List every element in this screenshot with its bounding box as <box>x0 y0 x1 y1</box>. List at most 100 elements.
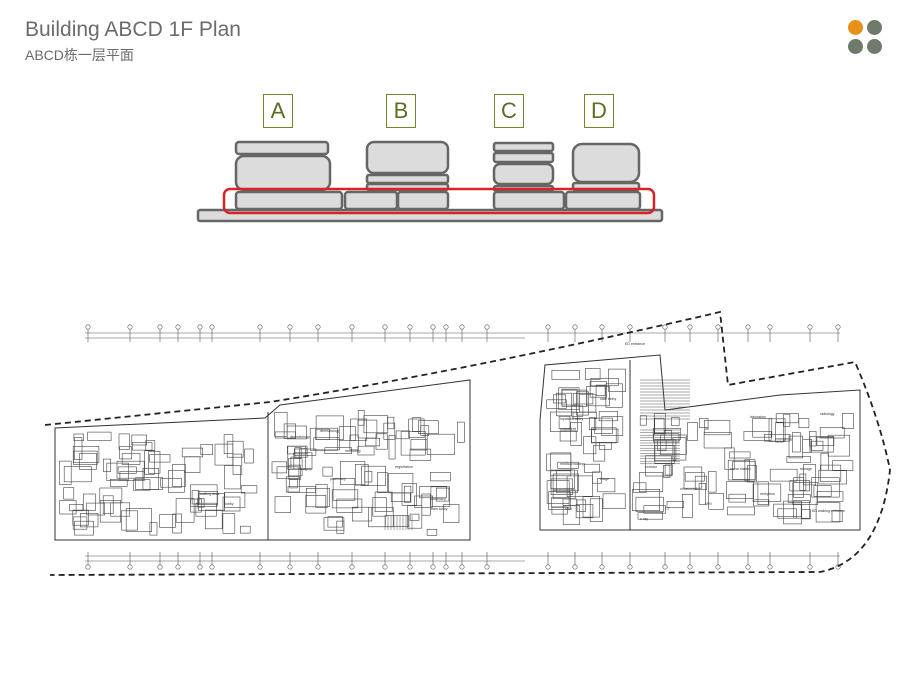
room <box>652 427 681 440</box>
room <box>558 415 571 429</box>
room-label: nurse station <box>730 467 751 471</box>
room <box>395 430 410 440</box>
room <box>205 509 223 530</box>
key-plan-block-a <box>234 190 344 211</box>
grid-bubble <box>257 324 263 330</box>
room <box>224 465 241 490</box>
room-label: triage <box>600 477 609 481</box>
grid-bubble <box>835 324 841 330</box>
room-label: radiology <box>820 412 835 416</box>
room <box>654 417 665 436</box>
grid-bubble <box>85 324 91 330</box>
room <box>73 450 98 465</box>
room <box>566 475 593 497</box>
room <box>80 512 99 528</box>
room <box>783 500 803 525</box>
room <box>290 456 300 470</box>
page-subtitle: ABCD栋一层平面 <box>25 47 134 63</box>
room <box>357 410 365 426</box>
grid-bubble <box>545 324 551 330</box>
grid-bubble <box>767 324 773 330</box>
room <box>813 485 832 497</box>
room-label: inpatient lobby <box>560 417 583 421</box>
room <box>769 468 798 482</box>
room <box>407 505 423 529</box>
room <box>87 431 112 441</box>
room <box>83 493 96 511</box>
room <box>666 500 684 508</box>
room <box>271 461 287 474</box>
room <box>732 461 756 480</box>
room <box>400 431 426 456</box>
room <box>322 466 333 477</box>
room <box>125 508 152 533</box>
room <box>571 405 584 417</box>
room <box>372 497 387 517</box>
room <box>707 471 717 493</box>
room <box>601 416 624 436</box>
room <box>726 481 755 500</box>
room-label: outpatient <box>560 427 576 431</box>
room <box>315 484 328 508</box>
grid-bubble <box>315 324 321 330</box>
room <box>294 448 317 456</box>
grid-bubble <box>662 564 668 570</box>
grid-bubble <box>572 324 578 330</box>
room <box>418 420 439 435</box>
grid-bubble <box>687 564 693 570</box>
room <box>309 427 338 451</box>
room-label: CT <box>665 507 671 511</box>
room-label: lobby <box>225 502 234 506</box>
room <box>597 478 616 493</box>
room <box>799 473 807 491</box>
room <box>546 399 567 409</box>
room <box>546 480 570 504</box>
room <box>118 433 130 450</box>
key-plan-block-b <box>365 140 450 175</box>
grid-bubble <box>459 324 465 330</box>
room <box>288 464 301 480</box>
room <box>552 489 576 499</box>
key-plan-block-c <box>492 151 555 164</box>
room <box>226 440 244 458</box>
room <box>637 512 664 520</box>
room <box>561 388 578 406</box>
room <box>195 502 217 517</box>
room <box>683 466 703 489</box>
room <box>832 460 854 472</box>
room <box>645 455 672 477</box>
room <box>240 485 258 494</box>
room <box>102 495 114 514</box>
room <box>551 369 580 380</box>
room <box>374 491 393 513</box>
room-label: ultrasound <box>680 487 697 491</box>
room <box>632 488 661 511</box>
room <box>408 418 425 438</box>
room <box>558 387 580 410</box>
logo-dot-gray <box>848 39 863 54</box>
room <box>410 439 428 451</box>
room <box>430 486 450 507</box>
key-plan-block-a <box>234 140 330 156</box>
room <box>354 464 369 486</box>
grid-bubble <box>157 564 163 570</box>
room <box>363 415 389 434</box>
room <box>593 444 606 462</box>
room <box>74 520 94 536</box>
grid-bubble <box>407 324 413 330</box>
site-boundary <box>44 310 891 576</box>
room <box>72 445 100 463</box>
room <box>783 413 791 427</box>
grid-bubble <box>715 324 721 330</box>
room <box>388 435 396 460</box>
room <box>820 452 829 471</box>
grid-bubble <box>197 324 203 330</box>
room <box>181 447 203 458</box>
room <box>744 459 756 482</box>
room <box>294 447 302 459</box>
room <box>409 448 432 461</box>
grid-bubble <box>382 564 388 570</box>
grid-bubble <box>85 564 91 570</box>
room <box>559 430 577 442</box>
room <box>576 391 589 416</box>
